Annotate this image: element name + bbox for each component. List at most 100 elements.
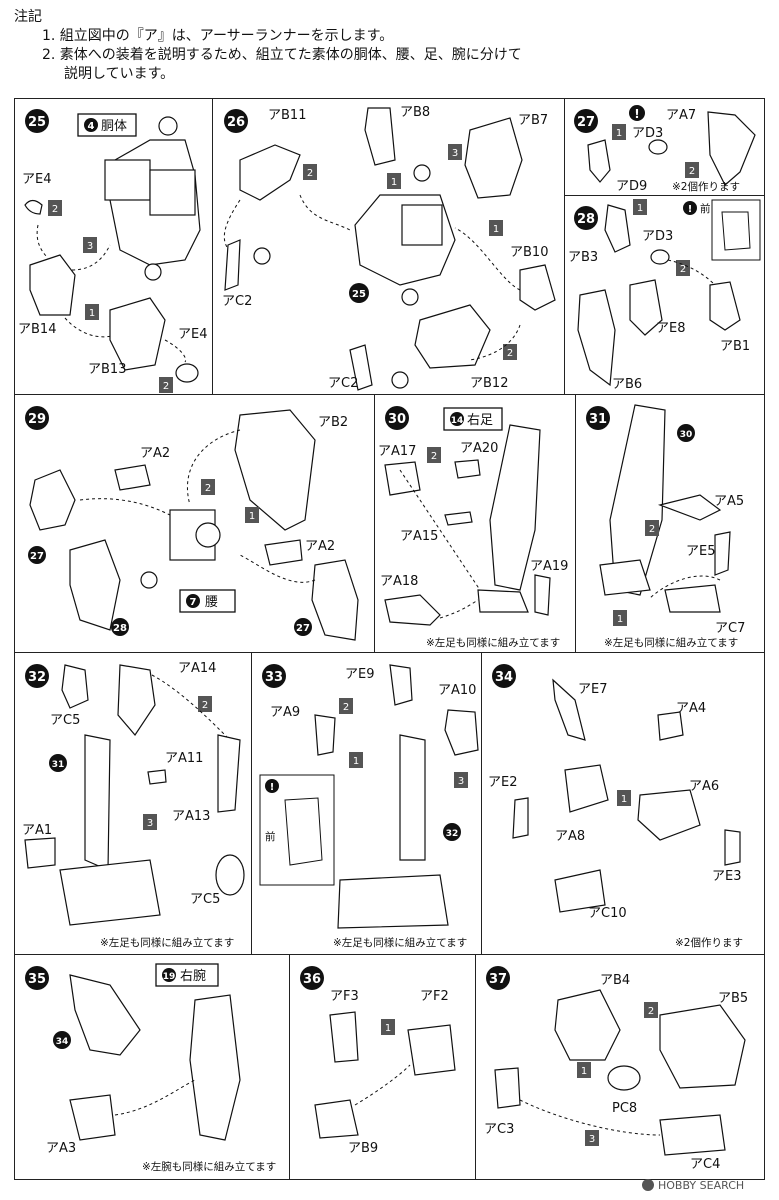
svg-text:アE5: アE5 [686, 544, 716, 559]
step-37: 37 アB4 アB5 2 1 PC8 アC3 3 アC4 [484, 966, 748, 1172]
svg-text:右足: 右足 [467, 413, 493, 428]
svg-text:アD3: アD3 [632, 126, 663, 141]
panel-37 [475, 954, 765, 1180]
svg-text:アA1: アA1 [22, 823, 52, 838]
svg-text:1: 1 [353, 756, 359, 767]
svg-text:33: 33 [265, 670, 283, 685]
step-26: 26 アB11 アB8 アB7 3 2 1 アC2 25 アB10 1 2 アC… [222, 105, 556, 391]
svg-text:1: 1 [637, 203, 643, 214]
svg-text:3: 3 [458, 776, 464, 787]
watermark: HOBBY SEARCH [642, 1179, 744, 1192]
svg-text:2: 2 [52, 204, 58, 215]
step-29: 29 アB2 アA2 2 1 27 28 7 腰 アA2 27 [25, 406, 359, 641]
svg-text:アB11: アB11 [268, 108, 306, 123]
svg-text:アB3: アB3 [568, 250, 598, 265]
svg-text:アA6: アA6 [689, 779, 719, 794]
svg-text:※2個作ります: ※2個作ります [672, 180, 740, 193]
svg-text:アB7: アB7 [518, 113, 548, 128]
svg-text:アB4: アB4 [600, 973, 630, 988]
svg-text:アA8: アA8 [555, 829, 585, 844]
svg-text:2: 2 [343, 702, 349, 713]
svg-text:2: 2 [680, 264, 686, 275]
svg-text:腰: 腰 [205, 595, 218, 610]
warning-icon [629, 105, 645, 121]
svg-text:アB8: アB8 [400, 105, 430, 120]
step-28: 28 1 ! 前 アB3 アD3 2 アB1 アE8 アB6 [568, 199, 761, 392]
svg-text:32: 32 [446, 829, 459, 839]
svg-text:※左腕も同様に組み立てます: ※左腕も同様に組み立てます [142, 1160, 276, 1173]
svg-text:3: 3 [452, 148, 458, 159]
svg-text:アB9: アB9 [348, 1141, 378, 1156]
svg-text:34: 34 [56, 1037, 69, 1047]
svg-text:!: ! [634, 107, 639, 121]
step-34: 34 アE7 アA4 アE2 2 1 アA6 アA8 アE3 アC10 ※2個作… [488, 664, 743, 949]
svg-text:アA20: アA20 [460, 441, 498, 456]
svg-text:26: 26 [227, 115, 245, 130]
svg-text:アA3: アA3 [46, 1141, 76, 1156]
svg-text:アB13: アB13 [88, 362, 126, 377]
svg-text:HOBBY SEARCH: HOBBY SEARCH [658, 1179, 744, 1192]
svg-text:アD9: アD9 [616, 179, 647, 194]
svg-text:2: 2 [648, 1006, 654, 1017]
svg-text:アA5: アA5 [714, 494, 744, 509]
svg-text:35: 35 [28, 972, 46, 987]
svg-text:アC4: アC4 [690, 1157, 720, 1172]
svg-text:アC7: アC7 [715, 621, 745, 636]
svg-text:アA4: アA4 [676, 701, 706, 716]
svg-text:※左足も同様に組み立てます: ※左足も同様に組み立てます [426, 636, 560, 649]
svg-text:アA13: アA13 [172, 809, 210, 824]
svg-text:31: 31 [589, 412, 607, 427]
svg-text:※左足も同様に組み立てます: ※左足も同様に組み立てます [333, 936, 467, 949]
svg-text:3: 3 [589, 1134, 595, 1145]
svg-text:30: 30 [680, 430, 693, 440]
svg-text:アA10: アA10 [438, 683, 476, 698]
svg-text:2: 2 [507, 348, 513, 359]
svg-text:アA2: アA2 [305, 539, 335, 554]
svg-text:2: 2 [649, 524, 655, 535]
step-27: 27 ! アA7 アD3 1 2 アD9 ※2個作ります [574, 105, 756, 194]
svg-text:アA7: アA7 [666, 108, 696, 123]
svg-text:!: ! [270, 782, 275, 793]
svg-text:3: 3 [147, 818, 153, 829]
svg-text:1: 1 [616, 128, 622, 139]
svg-text:27: 27 [30, 551, 44, 562]
note-2: 2. 素体への装着を説明するため、組立てた素体の胴体、腰、足、腕に分けて [42, 47, 522, 63]
svg-text:アA9: アA9 [270, 705, 300, 720]
svg-text:アA19: アA19 [530, 559, 568, 574]
svg-text:1: 1 [621, 794, 627, 805]
step-number-25-text: 25 [28, 115, 46, 130]
svg-text:アB10: アB10 [510, 245, 548, 260]
svg-text:アA14: アA14 [178, 661, 216, 676]
svg-text:アF3: アF3 [330, 989, 359, 1004]
notes-heading: 注記 [14, 9, 42, 25]
svg-text:1: 1 [89, 308, 95, 319]
svg-text:アB1: アB1 [720, 339, 750, 354]
svg-text:30: 30 [388, 412, 406, 427]
section-title-torso: 胴体 [101, 119, 127, 134]
step-number-25 [25, 109, 49, 133]
svg-text:34: 34 [495, 670, 513, 685]
step-33: 33 アE9 アA10 2 アA9 1 3 ! 前 32 ※左足も同様に組み立て… [259, 664, 479, 949]
svg-text:1: 1 [581, 1066, 587, 1077]
svg-text:1: 1 [493, 224, 499, 235]
svg-text:アC2: アC2 [222, 294, 252, 309]
svg-text:37: 37 [489, 972, 507, 987]
svg-text:19: 19 [163, 972, 176, 982]
note-1: 1. 組立図中の『ア』は、アーサーランナーを示します。 [42, 28, 394, 44]
svg-text:アE9: アE9 [345, 667, 375, 682]
svg-text:32: 32 [28, 670, 46, 685]
step-30: 30 14 右足 アA17 アA20 2 アA15 アA19 アA18 ※左足も… [378, 406, 568, 649]
svg-text:アA11: アA11 [165, 751, 203, 766]
step-31: 31 30 アA5 2 アE5 1 アC7 ※左足も同様に組み立てます [586, 404, 745, 649]
step-25: 25 4 胴体 アE4 2 3 アB14 1 アB13 アE4 2 [18, 109, 208, 393]
svg-text:右腕: 右腕 [180, 968, 206, 984]
svg-text:2: 2 [205, 483, 211, 494]
svg-text:アB6: アB6 [612, 377, 642, 392]
svg-text:28: 28 [577, 212, 595, 227]
svg-text:アB5: アB5 [718, 991, 748, 1006]
svg-text:※左足も同様に組み立てます: ※左足も同様に組み立てます [100, 936, 234, 949]
svg-text:1: 1 [249, 511, 255, 522]
svg-text:2: 2 [689, 166, 695, 177]
svg-text:27: 27 [296, 623, 310, 634]
svg-text:7: 7 [190, 597, 197, 608]
